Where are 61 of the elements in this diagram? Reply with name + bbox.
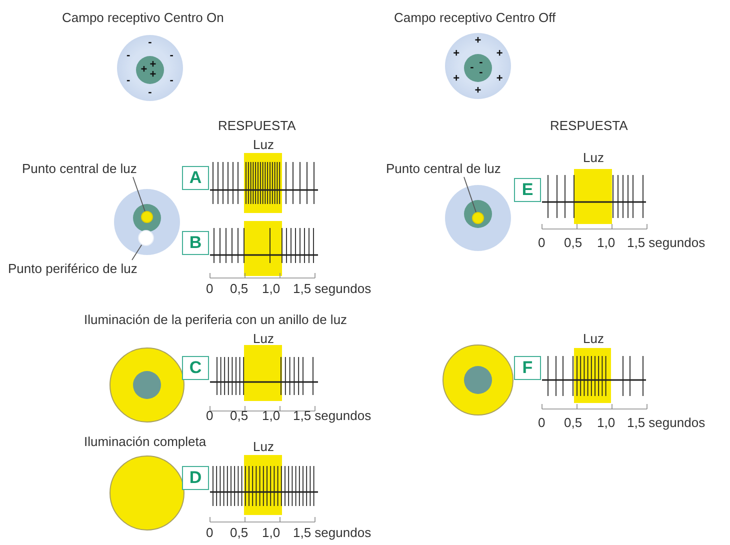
- text-label: 1,5 segundos: [627, 415, 706, 430]
- polarity-sign: -: [168, 75, 174, 86]
- text-label: Luz: [253, 331, 274, 346]
- text-label: 0,5: [230, 281, 248, 296]
- polarity-sign: -: [478, 57, 484, 68]
- text-label: 0,5: [564, 235, 582, 250]
- text-label: 1,0: [262, 408, 280, 423]
- polarity-sign: -: [469, 62, 475, 74]
- text-label: 0: [206, 281, 214, 296]
- text-label: 0: [538, 415, 546, 430]
- condition-letter: B: [182, 231, 209, 255]
- polarity-sign: +: [452, 48, 460, 59]
- condition-letter: E: [514, 178, 541, 202]
- text-label: 0,5: [230, 525, 248, 540]
- polarity-sign: -: [126, 75, 132, 86]
- text-label: RESPUESTA: [550, 118, 628, 133]
- polarity-sign: +: [496, 73, 504, 84]
- polarity-sign: -: [478, 68, 484, 79]
- polarity-sign: -: [126, 50, 132, 61]
- text-label: 1,0: [262, 281, 280, 296]
- text-label: 1,0: [262, 525, 280, 540]
- polarity-sign: +: [496, 48, 504, 59]
- text-label: 0: [538, 235, 546, 250]
- callout-label: Punto central de luz: [386, 161, 501, 176]
- condition-letter: A: [182, 166, 209, 190]
- polarity-sign: +: [452, 73, 460, 84]
- text-label: 1,5 segundos: [293, 281, 372, 296]
- polarity-sign: +: [474, 86, 482, 96]
- text-label: Luz: [583, 150, 604, 165]
- leader-line: [132, 244, 142, 260]
- condition-letter: D: [182, 466, 209, 490]
- polarity-sign: -: [147, 88, 153, 98]
- polarity-sign: +: [149, 70, 157, 81]
- callout-label: Punto central de luz: [22, 161, 137, 176]
- text-label: 1,5 segundos: [293, 525, 372, 540]
- text-label: 0,5: [230, 408, 248, 423]
- text-label: Luz: [583, 331, 604, 346]
- text-label: 0,5: [564, 415, 582, 430]
- text-label: RESPUESTA: [218, 118, 296, 133]
- text-label: 1,5 segundos: [627, 235, 706, 250]
- text-label: 1,0: [597, 235, 616, 250]
- text-label: 0: [206, 408, 214, 423]
- condition-letter: C: [182, 356, 209, 380]
- text-label: Luz: [253, 137, 274, 152]
- field-center: [464, 54, 492, 82]
- text-label: Campo receptivo Centro On: [62, 10, 224, 25]
- text-label: Iluminación de la periferia con un anillo de luz: [84, 312, 348, 327]
- polarity-sign: -: [168, 50, 174, 61]
- field-center: [136, 56, 164, 84]
- polarity-sign: +: [474, 36, 482, 46]
- polarity-sign: +: [140, 64, 148, 76]
- text-label: 0: [206, 525, 214, 540]
- text-label: 1,5 segundos: [293, 408, 372, 423]
- condition-letter: F: [514, 356, 541, 380]
- callout-label: Punto periférico de luz: [8, 261, 138, 276]
- polarity-sign: +: [149, 59, 157, 70]
- text-label: 1,0: [597, 415, 616, 430]
- polarity-sign: -: [147, 38, 153, 48]
- text-label: Iluminación completa: [84, 434, 206, 449]
- text-label: Campo receptivo Centro Off: [394, 10, 556, 25]
- text-label: Luz: [253, 439, 274, 454]
